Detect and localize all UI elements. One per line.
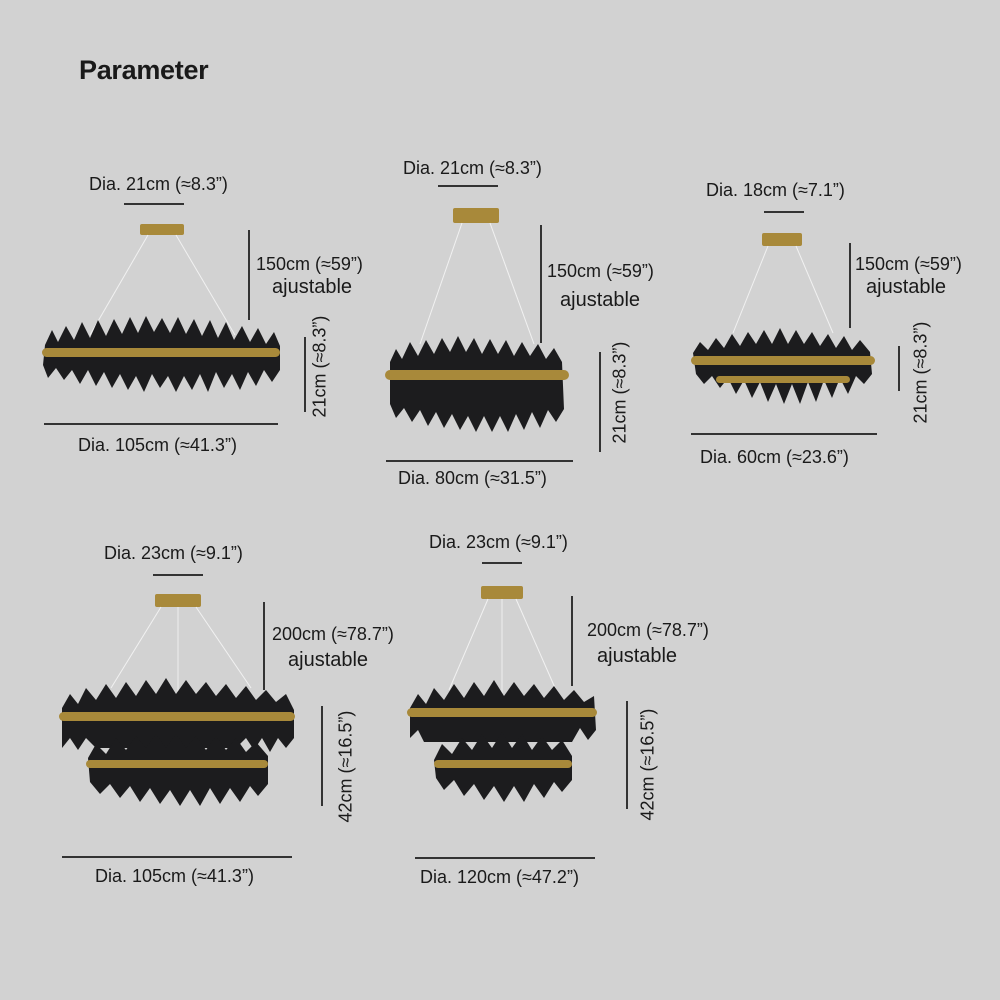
diameter-label: Dia. 60cm (≈23.6”) <box>700 447 849 467</box>
cable-line <box>175 234 236 336</box>
height-dim-line <box>898 346 900 391</box>
diameter-label: Dia. 105cm (≈41.3”) <box>78 435 237 455</box>
canopy-icon <box>481 586 523 599</box>
gold-ring <box>385 370 569 380</box>
canopy-dim-line <box>482 562 522 564</box>
height-label: 42cm (≈16.5”) <box>637 708 658 821</box>
diameter-dim-line <box>62 856 292 858</box>
cable-dim-line <box>849 243 851 328</box>
cable-line <box>515 598 557 691</box>
chandelier-image <box>407 586 597 802</box>
canopy-dim-line <box>438 185 498 187</box>
cable-length-label: 200cm (≈78.7”) <box>272 624 394 644</box>
height-dim-line <box>304 337 306 412</box>
diameter-label: Dia. 80cm (≈31.5”) <box>398 468 547 488</box>
page-title: Parameter <box>79 55 209 85</box>
cable-dim-line <box>248 230 250 320</box>
diameter-dim-line <box>386 460 573 462</box>
diameter-dim-line <box>44 423 278 425</box>
height-dim-line <box>321 706 323 806</box>
canopy-dia-label: Dia. 23cm (≈9.1”) <box>429 532 568 552</box>
chandelier-image <box>691 233 875 404</box>
cable-line <box>89 234 149 336</box>
cable-length-label: 150cm (≈59”) <box>256 254 363 274</box>
adjustable-label: ajustable <box>560 289 641 311</box>
height-label: 21cm (≈8.3”) <box>910 321 931 424</box>
chandelier-image <box>42 224 280 392</box>
chandelier-image <box>59 594 295 806</box>
height-dim-line <box>626 701 628 809</box>
cable-length-label: 150cm (≈59”) <box>855 254 962 274</box>
gold-ring <box>42 348 280 357</box>
cable-line <box>732 245 769 334</box>
gold-ring <box>407 708 597 717</box>
crystal-strips <box>390 336 564 432</box>
cable-length-label: 200cm (≈78.7”) <box>587 620 709 640</box>
height-label: 42cm (≈16.5”) <box>335 710 356 823</box>
diameter-dim-line <box>691 433 877 435</box>
height-label: 21cm (≈8.3”) <box>309 315 330 418</box>
cable-line <box>795 245 834 334</box>
crystal-strips <box>693 328 872 404</box>
cable-line <box>419 222 463 345</box>
diameter-label: Dia. 120cm (≈47.2”) <box>420 867 579 887</box>
canopy-dia-label: Dia. 21cm (≈8.3”) <box>403 158 542 178</box>
cable-dim-line <box>571 596 573 686</box>
cable-length-label: 150cm (≈59”) <box>547 261 654 281</box>
adjustable-label: ajustable <box>272 276 353 298</box>
crystal-strips-lower <box>88 734 268 806</box>
canopy-icon <box>762 233 802 246</box>
diameter-label: Dia. 105cm (≈41.3”) <box>95 866 254 886</box>
cable-line <box>448 598 489 691</box>
adjustable-label: ajustable <box>288 649 369 671</box>
canopy-dia-label: Dia. 18cm (≈7.1”) <box>706 180 845 200</box>
gold-ring-lower <box>434 760 572 768</box>
gold-ring <box>691 356 875 365</box>
cable-line <box>110 606 162 689</box>
cable-dim-line <box>540 225 542 343</box>
adjustable-label: ajustable <box>866 276 947 298</box>
canopy-icon <box>155 594 201 607</box>
canopy-dia-label: Dia. 23cm (≈9.1”) <box>104 543 243 563</box>
canopy-dim-line <box>764 211 804 213</box>
gold-ring-lower <box>86 760 268 768</box>
gold-ring <box>59 712 295 721</box>
canopy-icon <box>453 208 499 223</box>
chandelier-image <box>385 208 569 432</box>
gold-ring-inner <box>716 376 850 383</box>
height-dim-line <box>599 352 601 452</box>
diameter-dim-line <box>415 857 595 859</box>
height-label: 21cm (≈8.3”) <box>609 341 630 444</box>
canopy-dim-line <box>153 574 203 576</box>
cable-dim-line <box>263 602 265 690</box>
cable-line <box>195 606 252 689</box>
cable-line <box>489 222 535 345</box>
canopy-dim-line <box>124 203 184 205</box>
canopy-icon <box>140 224 184 235</box>
adjustable-label: ajustable <box>597 645 678 667</box>
canopy-dia-label: Dia. 21cm (≈8.3”) <box>89 174 228 194</box>
